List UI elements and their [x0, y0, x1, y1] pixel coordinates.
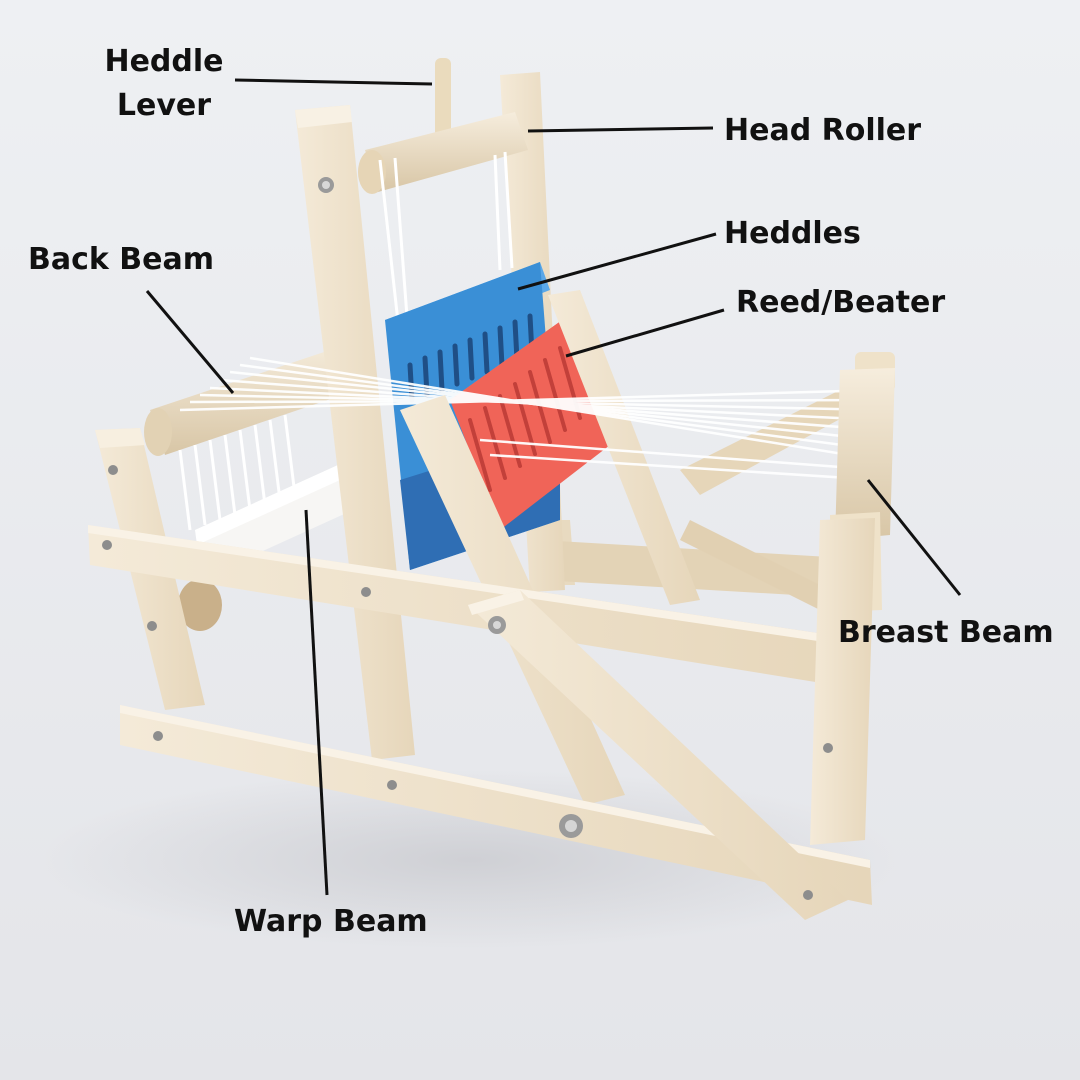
front-bottom-rail: [120, 705, 872, 905]
label-heddles: Heddles: [724, 216, 861, 251]
front-leg-brace: [468, 590, 848, 920]
warp-threads: [179, 356, 881, 482]
label-warp-beam: Warp Beam: [234, 904, 428, 939]
label-breast-beam: Breast Beam: [838, 615, 1054, 650]
heddle-strings: [378, 151, 514, 341]
right-upright: [810, 518, 875, 845]
label-reed-beater: Reed/Beater: [736, 285, 946, 320]
leader-heddle-lever: [234, 78, 433, 86]
back-warp-threads: [178, 414, 297, 531]
leader-head-roller: [527, 126, 714, 133]
leader-lines: [145, 78, 962, 896]
leader-reed-beater: [565, 308, 725, 358]
leader-breast-beam: [866, 479, 962, 596]
label-head-roller: Head Roller: [724, 113, 922, 148]
label-heddle-lever: Heddle Lever: [104, 44, 224, 123]
heddle-lever: [435, 58, 451, 138]
floor-shadow: [40, 770, 900, 950]
leader-heddles: [517, 232, 717, 291]
label-back-beam: Back Beam: [28, 242, 215, 277]
leader-back-beam: [145, 290, 235, 394]
leader-warp-beam: [304, 509, 329, 896]
